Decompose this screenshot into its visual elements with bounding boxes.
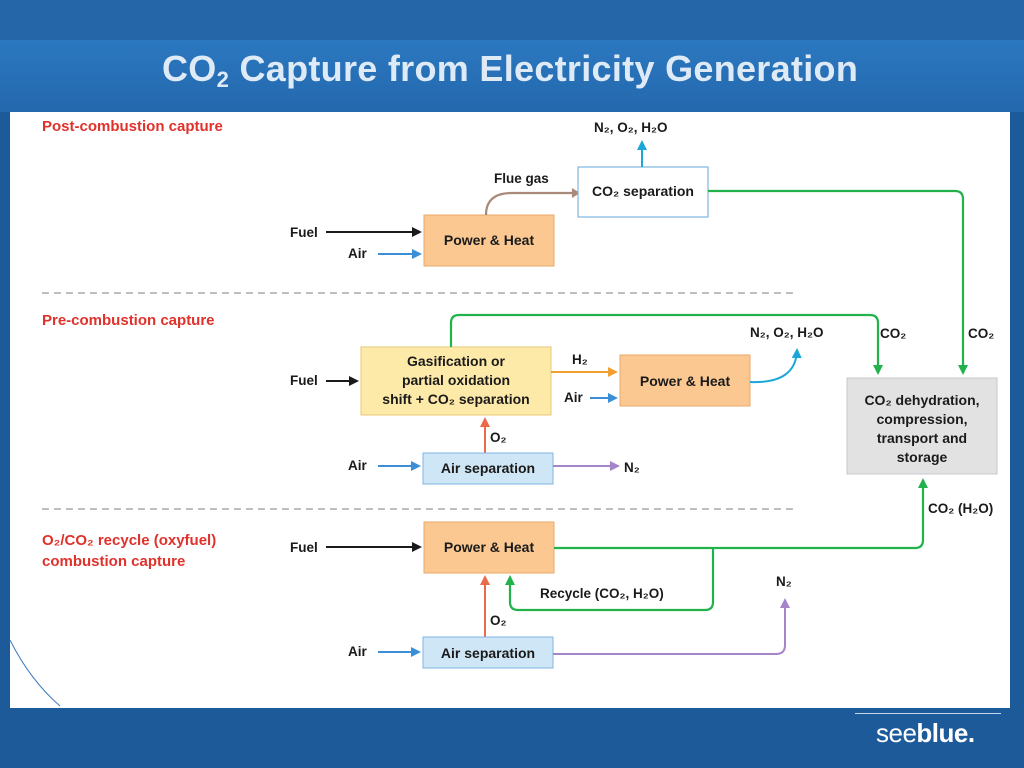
oxy-co2-line: [554, 478, 928, 550]
recycle-label: Recycle (CO₂, H₂O): [540, 586, 664, 601]
section-oxyfuel-line2: combustion capture: [42, 553, 185, 570]
gasification-line3: shift + CO₂ separation: [382, 391, 529, 407]
oxy-air-label: Air: [348, 644, 368, 659]
oxy-air-separation-label: Air separation: [441, 645, 535, 661]
gasification-line1: Gasification or: [407, 353, 506, 369]
pre-air-separation-box: [422, 452, 554, 485]
section-oxyfuel-line1: O₂/CO₂ recycle (oxyfuel): [42, 532, 216, 549]
h2-label: H₂: [572, 352, 588, 367]
brand-divider: [855, 713, 1001, 714]
storage-line4: storage: [897, 449, 948, 465]
storage-line3: transport and: [877, 430, 967, 446]
post-air-label: Air: [348, 246, 368, 261]
post-fuel-label: Fuel: [290, 225, 318, 240]
post-power-heat-box: [423, 214, 555, 267]
pre-fuel-label: Fuel: [290, 373, 318, 388]
brand-logo: seeblue.: [876, 718, 975, 749]
bottom-bar: [0, 708, 1024, 768]
section-post-combustion: Post-combustion capture: [42, 118, 223, 135]
oxy-air-separation-box: [422, 636, 554, 669]
storage-line1: CO₂ dehydration,: [864, 392, 979, 408]
oxy-fuel-label: Fuel: [290, 540, 318, 555]
gasification-line2: partial oxidation: [402, 372, 510, 388]
post-co2-label: CO₂: [968, 326, 994, 341]
post-exhaust-label: N₂, O₂, H₂O: [594, 120, 668, 135]
pre-exhaust-arrow: [749, 348, 802, 384]
brand-see: see: [876, 718, 917, 748]
co2-h2o-label: CO₂ (H₂O): [928, 501, 993, 516]
flue-gas-arrow: [484, 191, 574, 216]
oxy-n2-label: N₂: [776, 574, 792, 589]
gasification-box: [360, 346, 552, 416]
title-subscript: 2: [216, 67, 230, 92]
storage-line2: compression,: [876, 411, 967, 427]
section-pre-combustion: Pre-combustion capture: [42, 312, 215, 329]
title-rest: Capture from Electricity Generation: [229, 48, 859, 89]
pre-co2-line: [449, 313, 883, 375]
flue-gas-arrowhead: [572, 188, 580, 198]
pre-exhaust-label: N₂, O₂, H₂O: [750, 325, 824, 340]
pre-n2-label: N₂: [624, 460, 640, 475]
recycle-line: [505, 548, 715, 612]
pre-power-heat-label: Power & Heat: [640, 373, 731, 389]
flue-gas-label: Flue gas: [494, 171, 549, 186]
oxy-power-heat-label: Power & Heat: [444, 539, 535, 555]
title-prefix: CO: [162, 48, 217, 89]
post-co2-line: [708, 189, 968, 375]
pre-power-heat-box: [619, 354, 751, 407]
brand-blue: blue.: [916, 718, 975, 748]
pre-co2-label: CO₂: [880, 326, 906, 341]
slide-title: CO2 Capture from Electricity Generation: [162, 48, 858, 93]
co2-separation-label: CO₂ separation: [592, 183, 694, 199]
pre-air-label: Air: [564, 390, 584, 405]
oxy-o2-label: O₂: [490, 613, 507, 628]
pre-o2-label: O₂: [490, 430, 507, 445]
title-bar: [0, 40, 1024, 112]
pre-air-separation-label: Air separation: [441, 460, 535, 476]
decor-curve: [9, 639, 61, 707]
oxy-n2-line: [553, 598, 790, 655]
top-bar: [0, 0, 1024, 40]
post-power-heat-label: Power & Heat: [444, 232, 535, 248]
pre-air-sep-label: Air: [348, 458, 368, 473]
oxy-power-heat-box: [423, 521, 555, 574]
storage-box: [846, 377, 998, 475]
